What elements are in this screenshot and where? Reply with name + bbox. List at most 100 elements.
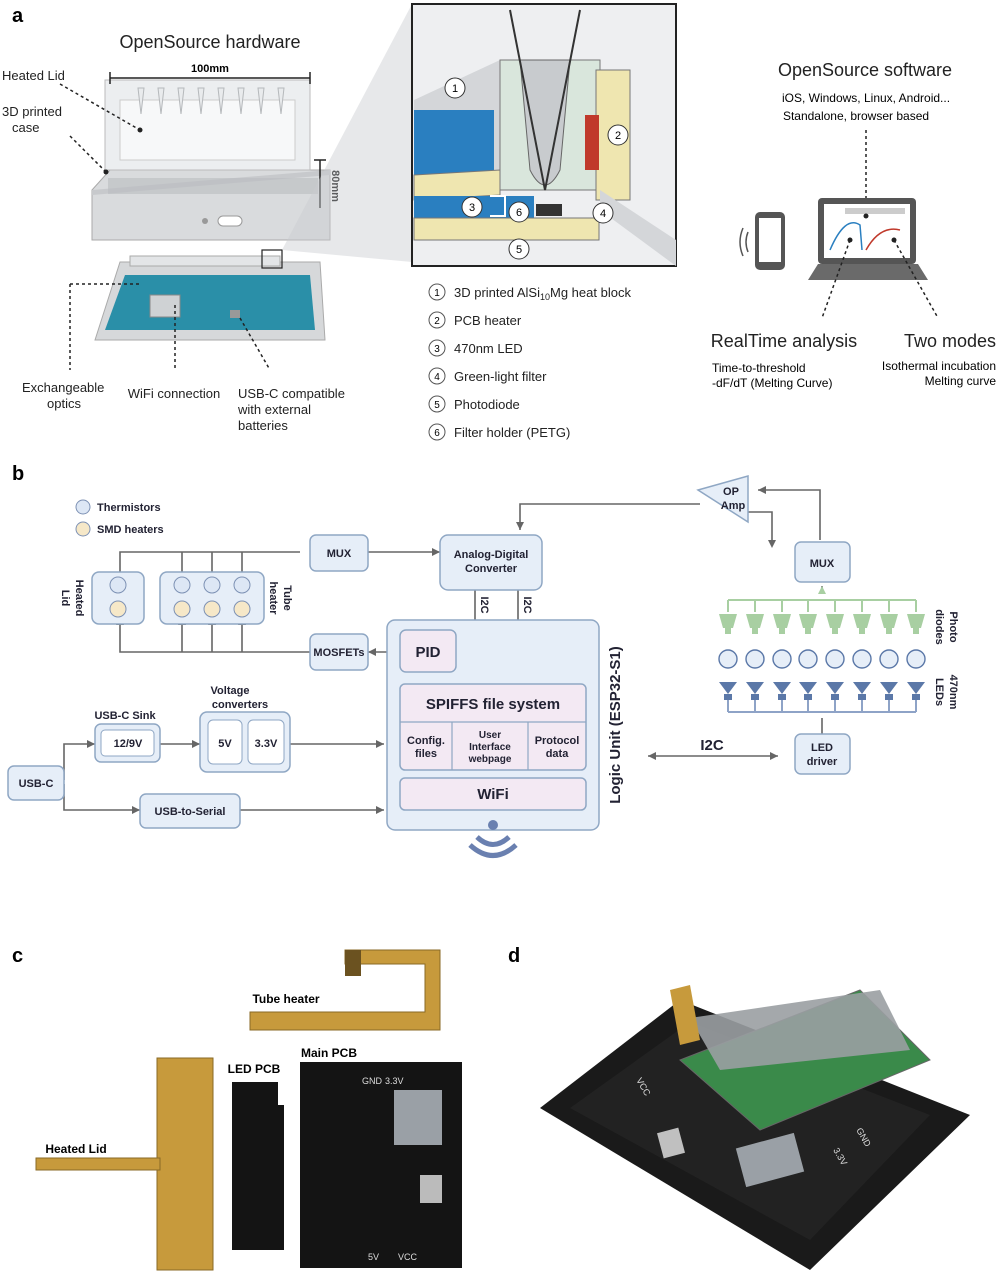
usb-to-serial-box: USB-to-Serial — [139, 793, 241, 829]
i2c-label-adc-spiffs: I2C — [521, 596, 533, 613]
case-label-2: case — [12, 120, 39, 135]
svg-text:4: 4 — [600, 208, 606, 220]
device-case-illustration — [91, 79, 331, 241]
led-ring-6 — [852, 649, 872, 669]
main-pcb-photo — [300, 1062, 462, 1268]
svg-text:MUX: MUX — [327, 548, 352, 560]
svg-text:Amp: Amp — [721, 500, 746, 512]
svg-text:Filter holder (PETG): Filter holder (PETG) — [454, 425, 570, 440]
svg-text:Photodiode: Photodiode — [454, 397, 520, 412]
led-5 — [826, 682, 844, 700]
mux-left-box: MUX — [309, 534, 369, 572]
pid-box: PID — [399, 629, 457, 673]
led-1 — [719, 682, 737, 700]
svg-text:SPIFFS file system: SPIFFS file system — [426, 696, 560, 713]
svg-text:1: 1 — [434, 288, 440, 299]
photodiode-3 — [773, 614, 791, 634]
logic-unit-label: Logic Unit (ESP32-S1) — [607, 646, 624, 804]
legend-item-4: 4 Green-light filter — [428, 367, 547, 385]
photodiodes-label-1: Photo — [947, 611, 959, 642]
svg-text:3: 3 — [434, 344, 440, 355]
usbc-sink-box: 12/9V — [94, 723, 161, 763]
led-pcb-photo-label: LED PCB — [228, 1062, 281, 1076]
photodiode-5 — [826, 614, 844, 634]
led-8 — [907, 682, 925, 700]
panel-letter-c: c — [12, 945, 23, 967]
heated-lid-label-1: Heated — [73, 580, 85, 617]
assembled-device-photo — [540, 985, 970, 1270]
panel-letter-d: d — [508, 945, 520, 967]
leds-label-1: 470nm — [947, 675, 959, 710]
optics-label-1: Exchangeable — [22, 380, 104, 395]
photodiodes-label-2: diodes — [933, 609, 945, 644]
svg-text:Converter: Converter — [465, 563, 518, 575]
height-dimension: 80mm — [329, 170, 341, 202]
photodiode-8 — [907, 614, 925, 634]
svg-text:MOSFETs: MOSFETs — [313, 647, 364, 659]
svg-text:5: 5 — [516, 244, 522, 256]
voltage-converters-label-1: Voltage — [211, 685, 250, 697]
case-label-1: 3D printed — [2, 104, 62, 119]
thermistors-label: Thermistors — [97, 502, 161, 514]
leds-label-2: LEDs — [933, 678, 945, 706]
photodiode-1 — [719, 614, 737, 634]
led-driver-box: LED driver — [794, 733, 851, 775]
legend-item-3: 3 470nm LED — [428, 339, 523, 357]
software-title: OpenSource software — [778, 60, 952, 80]
svg-text:USB-to-Serial: USB-to-Serial — [155, 806, 226, 818]
optics-label-2: optics — [47, 396, 81, 411]
wifi-box: WiFi — [399, 777, 587, 811]
wifi-connection-label: WiFi connection — [128, 386, 220, 401]
photodiode-to-mux-arrow — [818, 586, 826, 594]
smd-heaters-label: SMD heaters — [97, 524, 164, 536]
svg-text:6: 6 — [516, 207, 522, 219]
svg-text:files: files — [415, 748, 437, 760]
svg-text:OP: OP — [723, 486, 739, 498]
heated-lid-label-2: Lid — [59, 590, 71, 607]
mux-right-box: MUX — [794, 541, 851, 583]
legend-item-5: 5 Photodiode — [428, 395, 520, 413]
svg-text:3: 3 — [469, 202, 475, 214]
i2c-main-label: I2C — [700, 737, 724, 754]
led-2 — [746, 682, 764, 700]
svg-text:driver: driver — [807, 756, 838, 768]
photodiode-4 — [799, 614, 817, 634]
main-pcb-33v-print: 3.3V — [385, 1076, 404, 1086]
svg-text:data: data — [546, 748, 570, 760]
svg-text:PCB heater: PCB heater — [454, 313, 522, 328]
adc-box: Analog-Digital Converter — [439, 534, 543, 591]
realtime-title: RealTime analysis — [711, 331, 857, 351]
svg-text:2: 2 — [434, 316, 440, 327]
led-ring-row — [718, 649, 926, 669]
legend-item-2: 2 PCB heater — [428, 311, 522, 329]
main-pcb-photo-label: Main PCB — [301, 1046, 357, 1060]
usb-label-3: batteries — [238, 418, 288, 433]
led-7 — [880, 682, 898, 700]
width-dimension: 100mm — [191, 63, 229, 75]
led-ring-2 — [745, 649, 765, 669]
usbc-sink-label: USB-C Sink — [94, 710, 156, 722]
tube-heater-pcb-photo — [249, 949, 441, 1031]
tube-heater-label-2: heater — [267, 581, 279, 615]
svg-text:Green-light filter: Green-light filter — [454, 369, 547, 384]
heated-lid-photo-label: Heated Lid — [45, 1142, 106, 1156]
svg-text:LED: LED — [811, 742, 833, 754]
photodiode-6 — [853, 614, 871, 634]
pcb-illustration — [94, 249, 326, 341]
svg-text:1: 1 — [452, 83, 458, 95]
op-amp: OP Amp — [696, 475, 749, 524]
svg-text:5: 5 — [434, 400, 440, 411]
usbc-box: USB-C — [7, 765, 65, 801]
svg-text:webpage: webpage — [468, 754, 512, 765]
smartphone-icon — [739, 212, 785, 270]
tube-heater-module — [159, 571, 265, 625]
legend-item-6: 6 Filter holder (PETG) — [428, 423, 570, 441]
svg-text:Interface: Interface — [469, 742, 511, 753]
svg-text:2: 2 — [615, 130, 621, 142]
led-4 — [799, 682, 817, 700]
software-standalone: Standalone, browser based — [783, 109, 929, 123]
smd-heater-legend-icon — [75, 521, 91, 537]
hardware-title: OpenSource hardware — [119, 32, 300, 52]
svg-text:4: 4 — [434, 372, 440, 383]
